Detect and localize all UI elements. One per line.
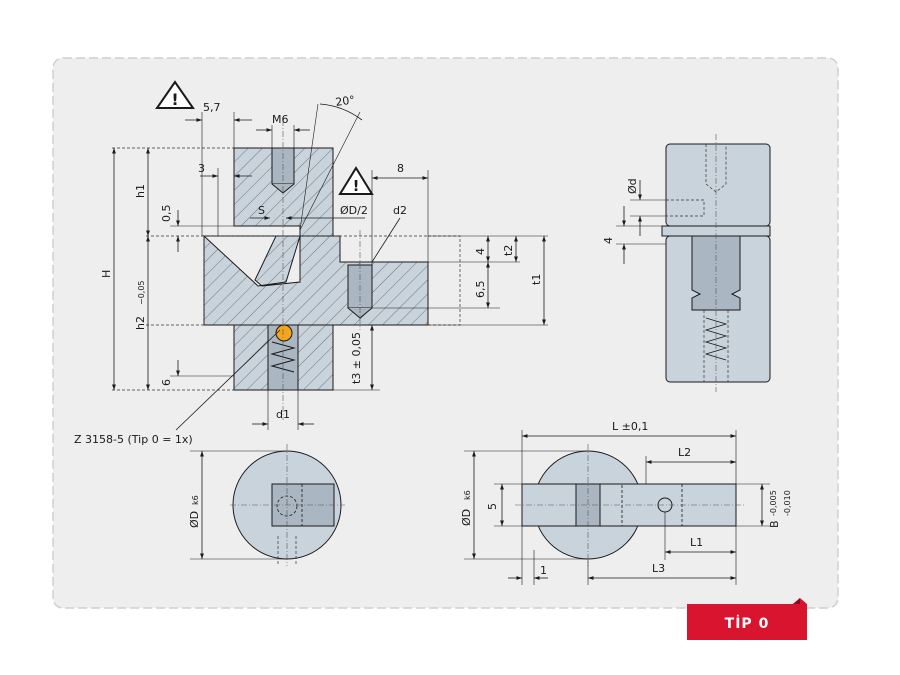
dim-B-tol-upper: -0,005 [769, 490, 778, 516]
dim-5-7: 5,7 [203, 101, 221, 114]
dim-5: 5 [486, 503, 499, 510]
svg-text:!: ! [171, 90, 178, 109]
dim-4-right: 4 [602, 237, 615, 244]
dim-k6-left: k6 [191, 495, 200, 505]
tip-badge-label: TİP 0 [725, 615, 770, 632]
dim-3: 3 [198, 162, 205, 175]
dim-B: B [768, 520, 781, 528]
dim-20deg: 20° [335, 93, 356, 109]
dim-B-tol-lower: -0,010 [783, 490, 792, 516]
dim-d1: d1 [276, 408, 290, 421]
part-reference: Z 3158-5 (Tip 0 = 1x) [74, 433, 193, 446]
warning-icon: ! [338, 166, 374, 195]
dim-od2: ØD/2 [340, 204, 368, 217]
side-view: Ød 4 [602, 134, 771, 392]
dim-od: Ød [626, 178, 639, 194]
dim-1: 1 [540, 564, 547, 577]
dim-t1: t1 [530, 274, 543, 285]
warning-icon: ! [155, 80, 195, 109]
dim-h1: h1 [134, 184, 147, 198]
ball-plunger-icon [275, 324, 293, 342]
top-view: L ±0,1 L2 L1 L3 1 ØD k6 5 B -0,005 -0,01… [460, 420, 792, 585]
dim-t3: t3 ± 0,05 [350, 332, 363, 384]
dim-4: 4 [474, 248, 487, 255]
dim-OD-k6: ØD [460, 509, 473, 526]
dim-t2: t2 [502, 245, 515, 256]
dim-L: L ±0,1 [612, 420, 648, 433]
tip-badge: TİP 0 [687, 598, 807, 640]
end-view: ØD k6 [188, 444, 345, 566]
dim-8: 8 [397, 162, 404, 175]
svg-text:!: ! [353, 177, 360, 195]
dim-m6: M6 [272, 113, 289, 126]
dim-h2-tol: −0,05 [137, 280, 146, 305]
dim-h2: h2 [134, 316, 147, 330]
dim-k6: k6 [463, 490, 472, 500]
dim-6-5: 6,5 [474, 281, 487, 299]
dim-L2: L2 [678, 446, 691, 459]
dim-L3: L3 [652, 562, 665, 575]
dim-H: H [100, 270, 113, 278]
dim-0-5: 0,5 [160, 205, 173, 223]
dim-OD-left: ØD [188, 511, 201, 528]
dim-d2: d2 [393, 204, 407, 217]
dim-s: S [258, 204, 265, 217]
section-view: ! ! 5,7 M6 20° 3 8 h1 0,5 S ØD/2 d2 H h2… [74, 80, 548, 446]
dim-6: 6 [160, 379, 173, 386]
dim-L1: L1 [690, 536, 703, 549]
